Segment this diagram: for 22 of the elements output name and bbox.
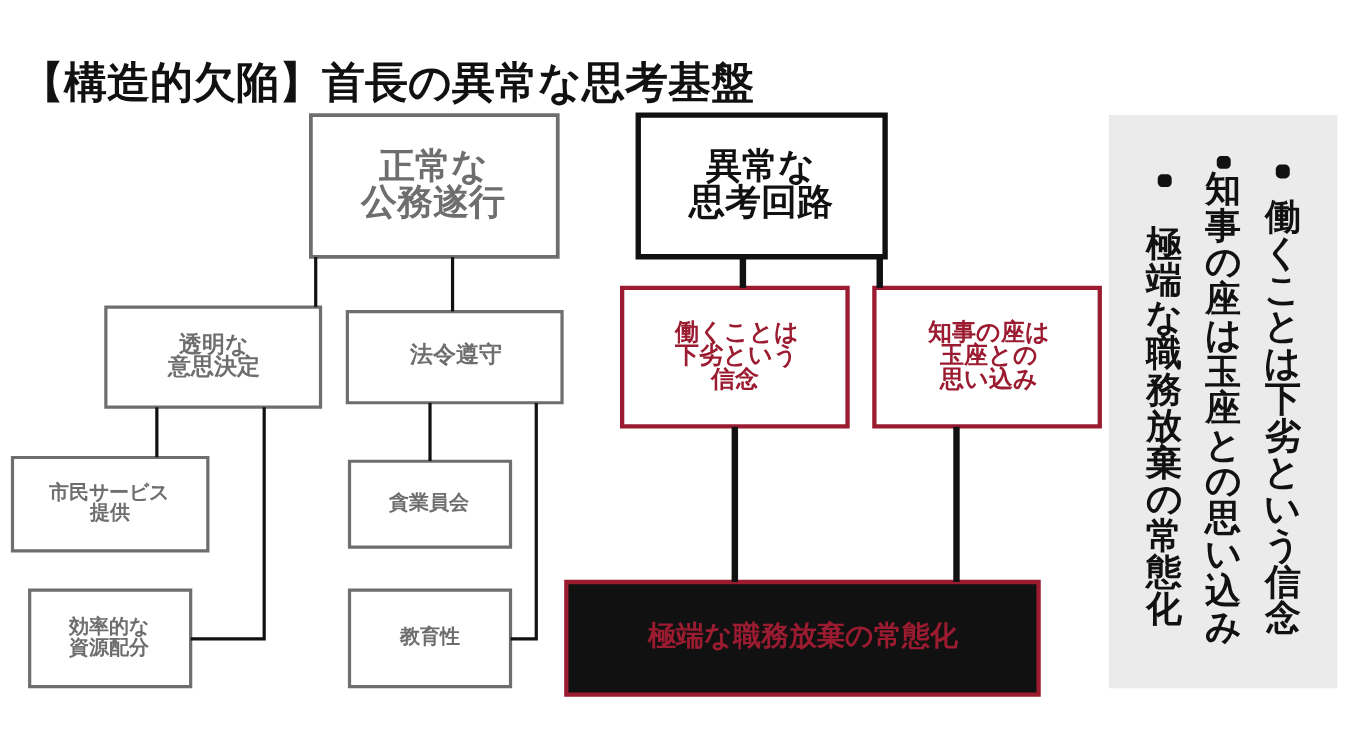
node-box: 透明な意思決定: [104, 305, 323, 409]
connector: [510, 402, 538, 640]
node-box: 貪業員会: [347, 459, 513, 549]
connector: [428, 402, 432, 461]
node-box: 働くことは下劣という信念: [620, 285, 850, 428]
node-box: 異常な思考回路: [635, 111, 888, 259]
node-box: 市民サービス提供: [10, 455, 210, 552]
node-box: 極端な職務放棄の常態化: [564, 579, 1041, 697]
connector: [876, 256, 883, 288]
connector: [731, 426, 739, 582]
node-box: 正常な公務遂行: [309, 112, 560, 259]
node-box: 教育性: [347, 587, 513, 688]
connector: [450, 256, 455, 311]
node-box: 効率的な資源配分: [28, 587, 193, 688]
connector: [953, 426, 960, 582]
node-box: 法令遵守: [345, 309, 564, 404]
connector: [155, 406, 159, 457]
diagram-title: 【構造的欠陥】首長の異常な思考基盤: [21, 56, 755, 107]
connector: [190, 406, 266, 640]
node-box: 知事の座は玉座との思い込み: [872, 285, 1102, 428]
connector: [739, 256, 747, 288]
connector: [314, 256, 318, 307]
